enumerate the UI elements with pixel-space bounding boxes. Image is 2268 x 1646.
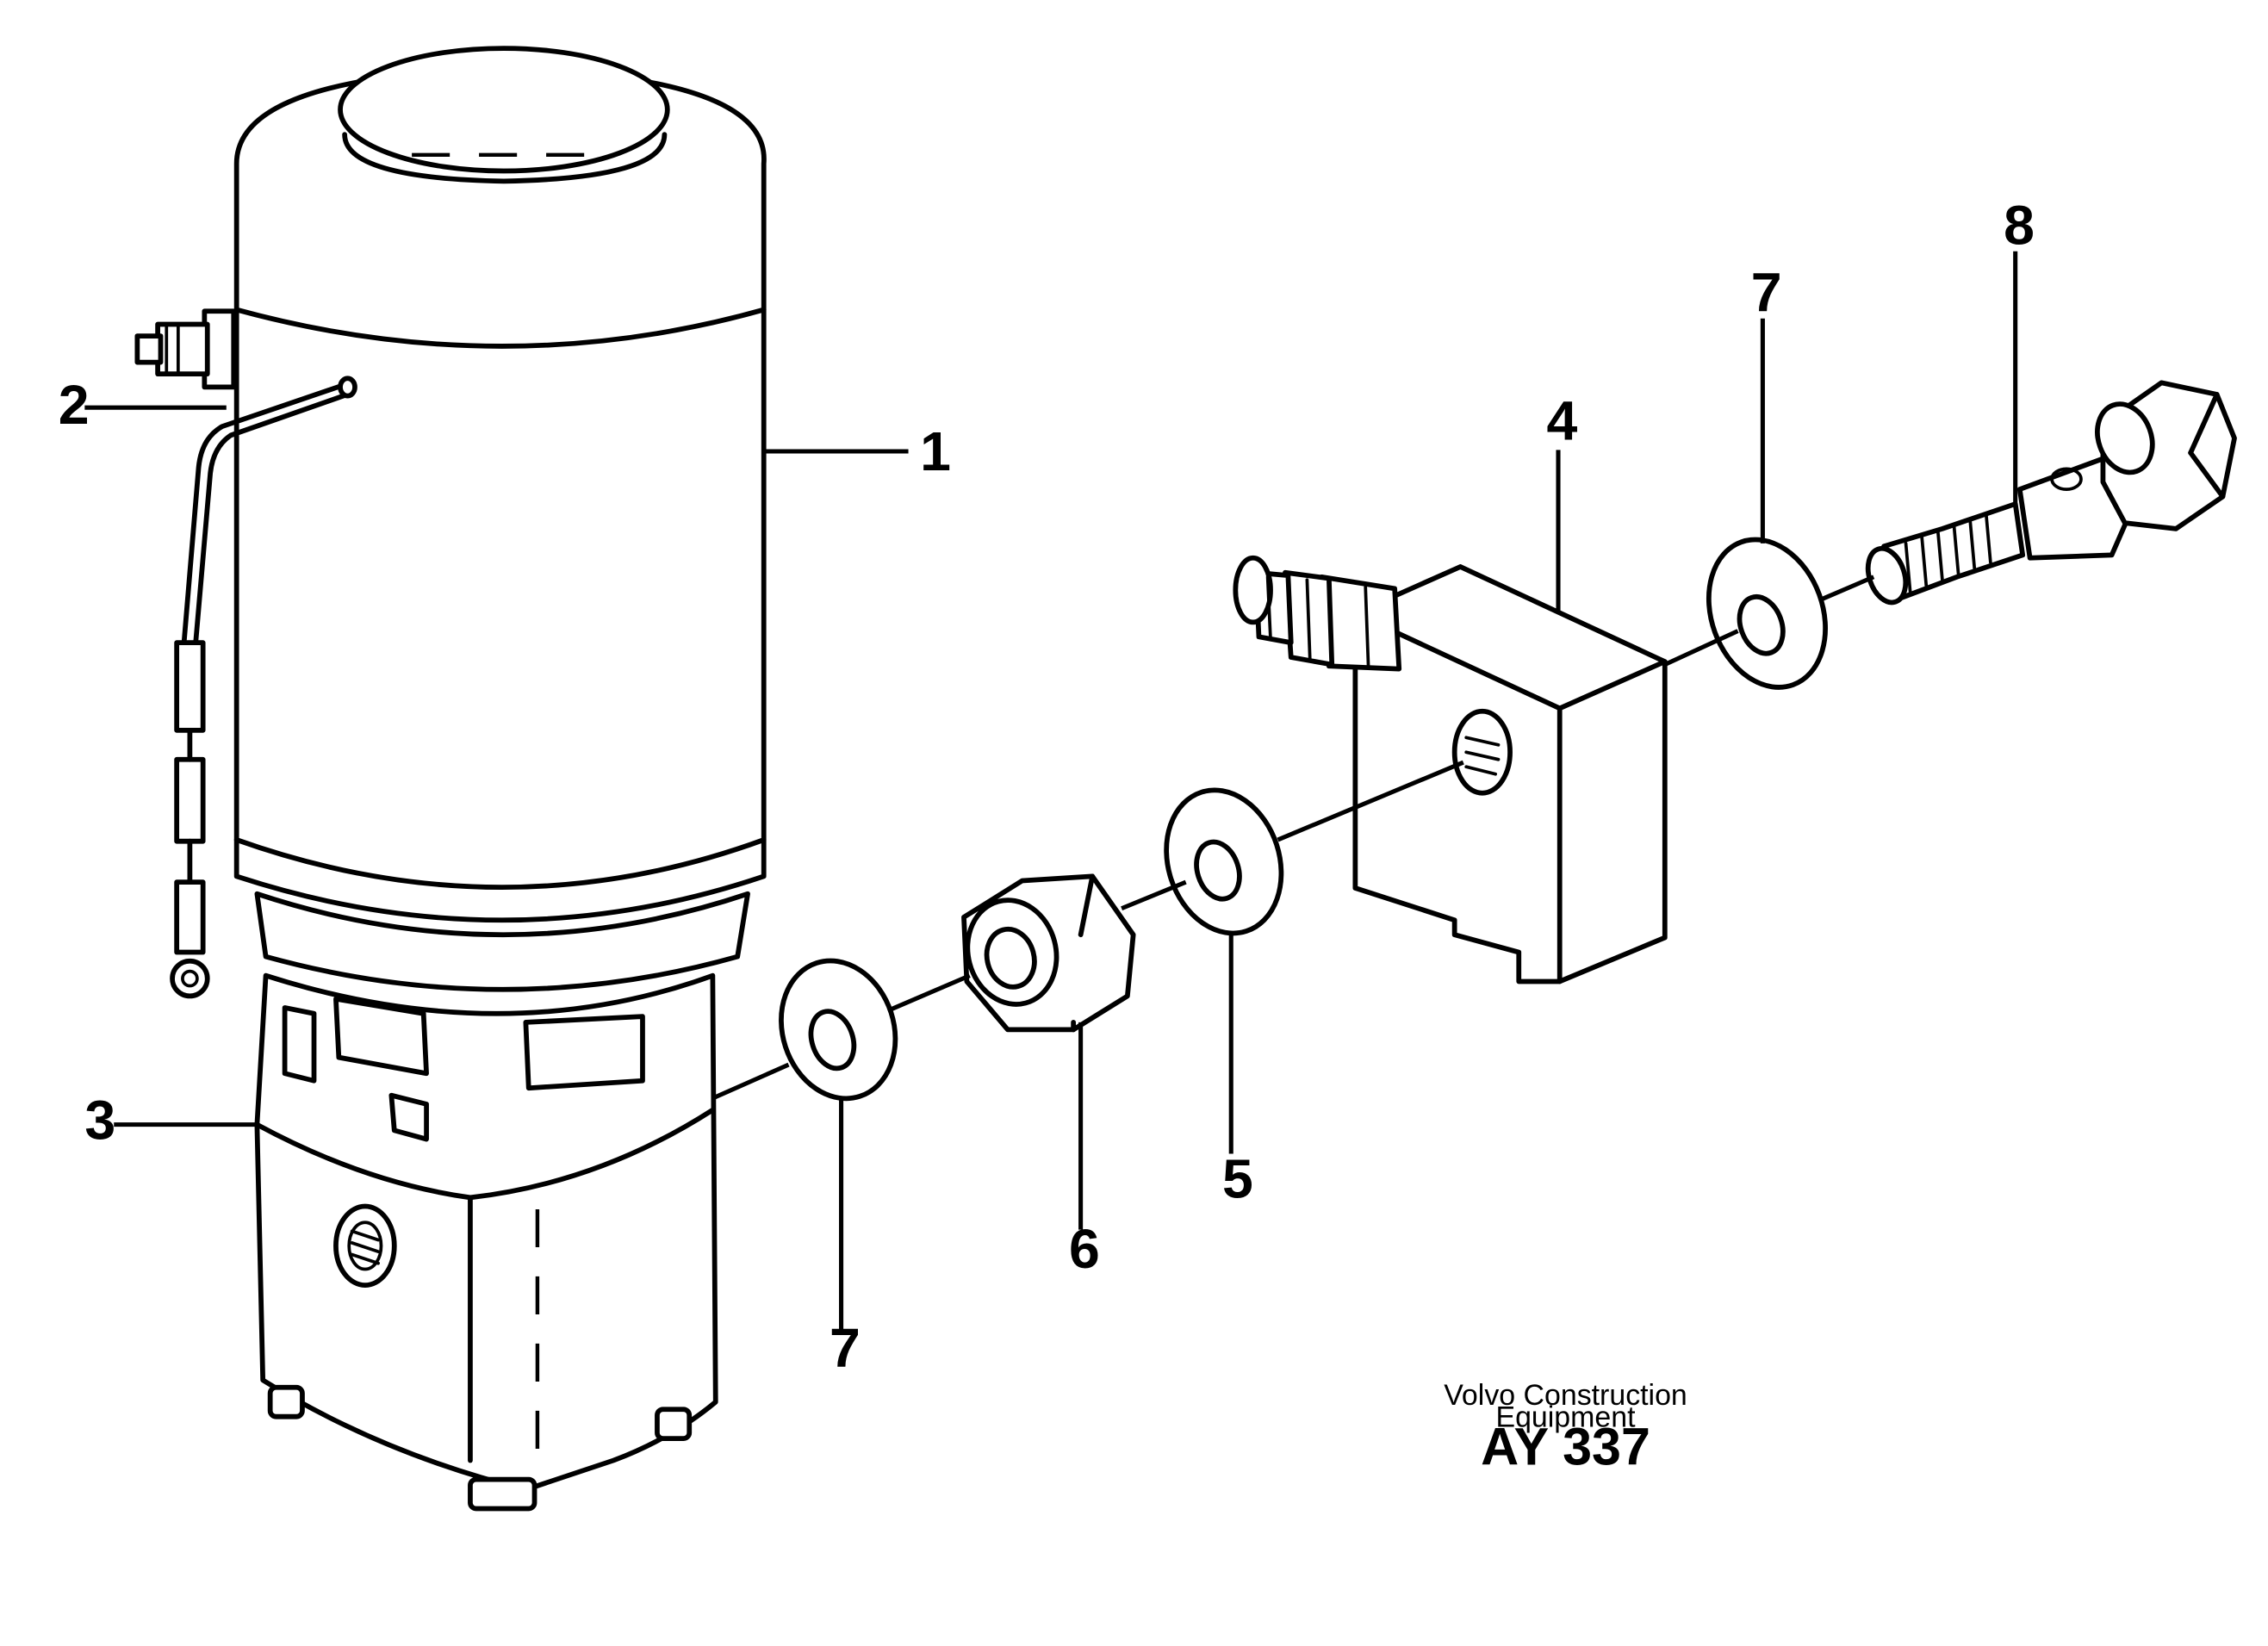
washer-part-7-left [779, 958, 898, 1102]
drawing-code: AY 337 [1481, 1418, 1650, 1476]
valve-block-part-4 [1233, 555, 1668, 984]
callout-7-right: 7 [1751, 261, 1782, 323]
callout-1: 1 [920, 420, 951, 482]
hydraulic-pump-part-3 [254, 972, 718, 1512]
bolt-part-8 [1865, 380, 2237, 606]
washer-part-5 [1164, 787, 1284, 936]
callout-7-left: 7 [830, 1317, 861, 1379]
callout-leaders [84, 251, 2018, 1329]
callout-4: 4 [1546, 389, 1577, 451]
caption-line-1: Volvo Construction [1444, 1379, 1687, 1412]
callout-6: 6 [1069, 1218, 1100, 1280]
diagram-caption: Volvo Construction Equipment AY 337 [1444, 1379, 1687, 1476]
caption-line-2: Equipment [1495, 1401, 1636, 1434]
assembly-axis-lines [711, 575, 1875, 1101]
callout-2: 2 [59, 374, 90, 436]
callout-5: 5 [1222, 1147, 1253, 1209]
electric-motor-part-1 [134, 46, 767, 992]
callout-3: 3 [84, 1090, 115, 1152]
washer-part-7-right [1706, 537, 1828, 690]
callout-numbers: 1 2 3 4 5 6 7 7 8 [59, 194, 2035, 1379]
callout-8: 8 [2004, 194, 2035, 256]
ground-cable-part-2 [170, 376, 357, 999]
nut-part-6 [961, 873, 1136, 1033]
